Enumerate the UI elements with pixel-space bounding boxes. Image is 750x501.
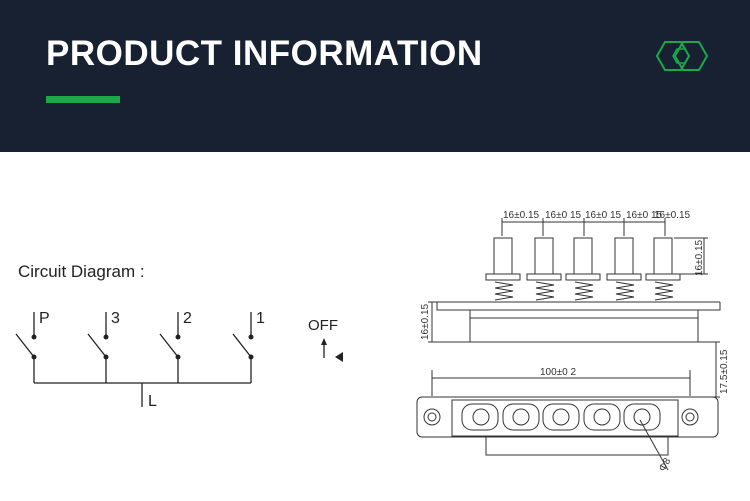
switch-label-1: 1 xyxy=(256,310,265,327)
width-dim: 100±0 2 xyxy=(540,367,577,378)
switch-p: P xyxy=(15,310,50,383)
switch-3: 3 xyxy=(87,310,120,383)
switch-2: 2 xyxy=(159,310,192,383)
pitch-dim-5: 16±0.15 xyxy=(654,210,691,221)
switch-label-3: 3 xyxy=(111,310,120,327)
title-accent-bar xyxy=(46,96,120,103)
common-label-l: L xyxy=(148,393,157,410)
switch-label-2: 2 xyxy=(183,310,192,327)
hexagon-logo-icon xyxy=(655,41,709,71)
pitch-dim-3: 16±0 15 xyxy=(585,210,622,221)
hole-dim: Φ8 xyxy=(657,456,674,474)
pitch-dim-2: 16±0 15 xyxy=(545,210,582,221)
switch-1: 1 xyxy=(232,310,265,383)
off-arrow-icon xyxy=(321,338,343,362)
pin-height-dim: 16±0.15 xyxy=(694,239,705,276)
body-height-dim: 16±0.15 xyxy=(420,303,431,340)
circuit-diagram-label: Circuit Diagram : xyxy=(18,262,145,281)
total-height-dim: 17.5±0.15 xyxy=(719,349,730,394)
switch-label-p: P xyxy=(39,310,50,327)
pitch-dim-4: 16±0 15 xyxy=(626,210,663,221)
pitch-dim-1: 16±0.15 xyxy=(503,210,540,221)
off-label: OFF xyxy=(308,317,338,334)
header-banner: PRODUCT INFORMATION xyxy=(0,0,750,152)
page-title: PRODUCT INFORMATION xyxy=(46,34,483,73)
